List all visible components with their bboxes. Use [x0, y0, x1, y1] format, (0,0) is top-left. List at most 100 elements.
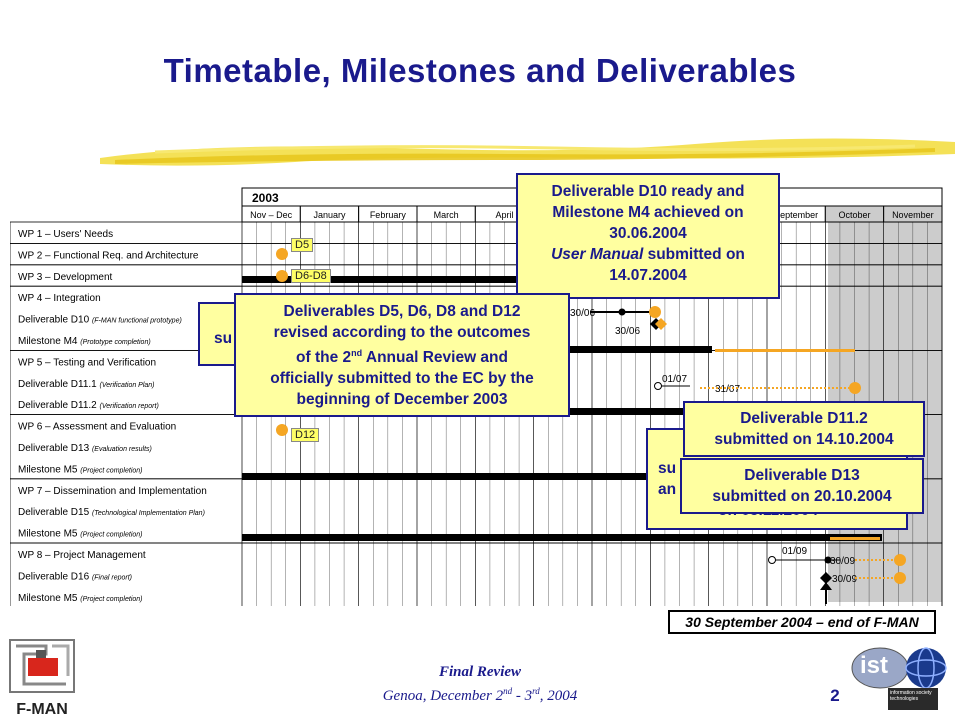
ist-logo-caption: information society technologies [890, 690, 932, 702]
month-label: March [434, 210, 459, 220]
callout-d10-line2: Milestone M4 achieved on [552, 204, 744, 221]
callout-d10-line4: User Manual submitted on [518, 244, 778, 265]
ist-logo: ist information society technologies [848, 642, 948, 712]
ist-logo-graphic [851, 647, 947, 710]
callout-revised-deliverables: Deliverables D5, D6, D8 and D12 revised … [234, 293, 570, 417]
m5-milestone-dot [894, 572, 906, 584]
row-label: WP 4 – Integration [18, 293, 101, 304]
ist-logo-text: ist [860, 652, 889, 679]
wp-group-box [10, 542, 943, 606]
wp4-bar [242, 276, 712, 283]
row-label: Deliverable D13 (Evaluation results) [18, 443, 152, 454]
row-label: Milestone M5 (Project completion) [18, 464, 143, 475]
wp7-bar [242, 473, 712, 480]
month-label: January [313, 210, 346, 220]
hidden-callout-left-text: su [214, 330, 233, 347]
row-label: Deliverable D15 (Technological Implement… [18, 507, 205, 518]
footer-sub-sup2: rd [532, 686, 540, 696]
m4-milestone-diamond-new [655, 318, 667, 330]
row-label: WP 8 – Project Management [18, 550, 146, 561]
month-label: February [370, 210, 407, 220]
page-number: 2 [830, 686, 840, 705]
row-label: WP 1 – Users' Needs [18, 229, 113, 240]
m5-milestone-diamond [820, 572, 832, 584]
d10-end-label: 30/06 [570, 308, 595, 319]
tag-d6-d8: D6-D8 [291, 269, 331, 283]
footer-subtitle: Genoa, December 2nd - 3rd, 2004 [300, 686, 660, 705]
tag-d12: D12 [291, 428, 320, 442]
callout-d13-line2: submitted on 20.10.2004 [712, 488, 892, 505]
callout-revised-line3-sup: nd [351, 348, 363, 358]
footer-sub-mid: - 3 [512, 688, 533, 704]
row-label: Milestone M5 (Project completion) [18, 593, 143, 604]
callout-revised-line1: Deliverables D5, D6, D8 and D12 [283, 303, 521, 320]
d11-1-date-label: 01/07 [662, 374, 687, 385]
d5-dot [276, 248, 288, 260]
row-label-sub: (Technological Implementation Plan) [92, 510, 205, 517]
wp8-bar [242, 534, 882, 541]
row-label-sub: (Project completion) [80, 532, 142, 539]
hidden-callout-mid-line2: an [658, 481, 677, 498]
m5-date-label: 30/09 [832, 574, 857, 585]
callout-d13-line1: Deliverable D13 [744, 467, 860, 484]
callout-d10-line1: Deliverable D10 ready and [551, 183, 745, 200]
end-of-project-box: 30 September 2004 – end of F-MAN [668, 610, 936, 634]
wp8-extension-bar [830, 537, 880, 540]
tag-d5: D5 [291, 238, 314, 252]
f-man-logo-graphic [9, 639, 75, 693]
d16-end-marker [824, 556, 832, 564]
end-arrow-head [820, 582, 832, 590]
footer-sub-sup1: nd [503, 686, 513, 696]
row-label: WP 3 – Development [18, 272, 113, 283]
callout-d10-user-manual: User Manual [551, 246, 644, 263]
row-label: Milestone M5 (Project completion) [18, 529, 143, 540]
row-label-sub: (Verification Plan) [100, 382, 155, 389]
row-label: Deliverable D16 (Final report) [18, 571, 132, 582]
m4-date-label: 30/06 [615, 326, 640, 337]
callout-d10-line3: 30.06.2004 [609, 225, 687, 242]
callout-revised-line2: revised according to the outcomes [273, 324, 531, 341]
wp5-extension-bar [715, 349, 855, 352]
footer-title: Final Review [438, 664, 522, 680]
row-label-sub: (Project completion) [80, 596, 142, 603]
callout-revised-line3-pre: of the 2 [296, 349, 352, 367]
month-label: September [774, 210, 818, 220]
footer-sub-pre: Genoa, December 2 [382, 688, 504, 704]
callout-d10-line4-rest: submitted on [643, 246, 745, 263]
callout-d10: Deliverable D10 ready and Milestone M4 a… [516, 173, 780, 299]
callout-revised-line3: of the 2nd Annual Review and [236, 343, 568, 368]
d16-end-label: 30/09 [830, 556, 855, 567]
f-man-logo: F-MAN [6, 636, 78, 718]
row-label-sub: (Project completion) [80, 467, 142, 474]
d10-milestone-dot [649, 306, 661, 318]
d12-dot [276, 424, 288, 436]
row-label: Milestone M4 (Prototype completion) [18, 336, 151, 347]
f-man-logo-text: F-MAN [16, 701, 68, 718]
month-label: Nov – Dec [250, 210, 293, 220]
slide-title: Timetable, Milestones and Deliverables [163, 52, 797, 89]
row-label: WP 5 – Testing and Verification [18, 357, 156, 368]
callout-d10-line5: 14.07.2004 [609, 267, 687, 284]
callout-revised-line5: beginning of December 2003 [296, 391, 508, 409]
row-label: WP 7 – Dissemination and Implementation [18, 486, 207, 497]
row-label: WP 6 – Assessment and Evaluation [18, 422, 176, 433]
callout-d11-2-line1: Deliverable D11.2 [740, 410, 868, 427]
d16-milestone-dot [894, 554, 906, 566]
footer-sub-post: , 2004 [539, 688, 578, 704]
callout-d13: Deliverable D13 submitted on 20.10.2004 [680, 458, 924, 514]
callout-d11-2: Deliverable D11.2 submitted on 14.10.200… [683, 401, 925, 457]
d6-d8-dot [276, 270, 288, 282]
row-label-sub: (Final report) [92, 574, 132, 581]
callout-revised-line4: officially submitted to the EC by the [270, 370, 534, 388]
d11-1-marker [654, 382, 662, 390]
hidden-callout-mid-line1: su [658, 460, 677, 477]
wp-group-box [10, 221, 943, 244]
month-label: April [495, 210, 513, 220]
year-label: 2003 [252, 191, 279, 205]
brush-stroke-decoration [100, 138, 955, 166]
row-label: WP 2 – Functional Req. and Architecture [18, 250, 199, 261]
row-label-sub: (F-MAN functional prototype) [92, 318, 182, 325]
month-label: October [838, 210, 870, 220]
d16-start-label: 01/09 [782, 546, 807, 557]
row-label: Deliverable D11.1 (Verification Plan) [18, 379, 155, 390]
